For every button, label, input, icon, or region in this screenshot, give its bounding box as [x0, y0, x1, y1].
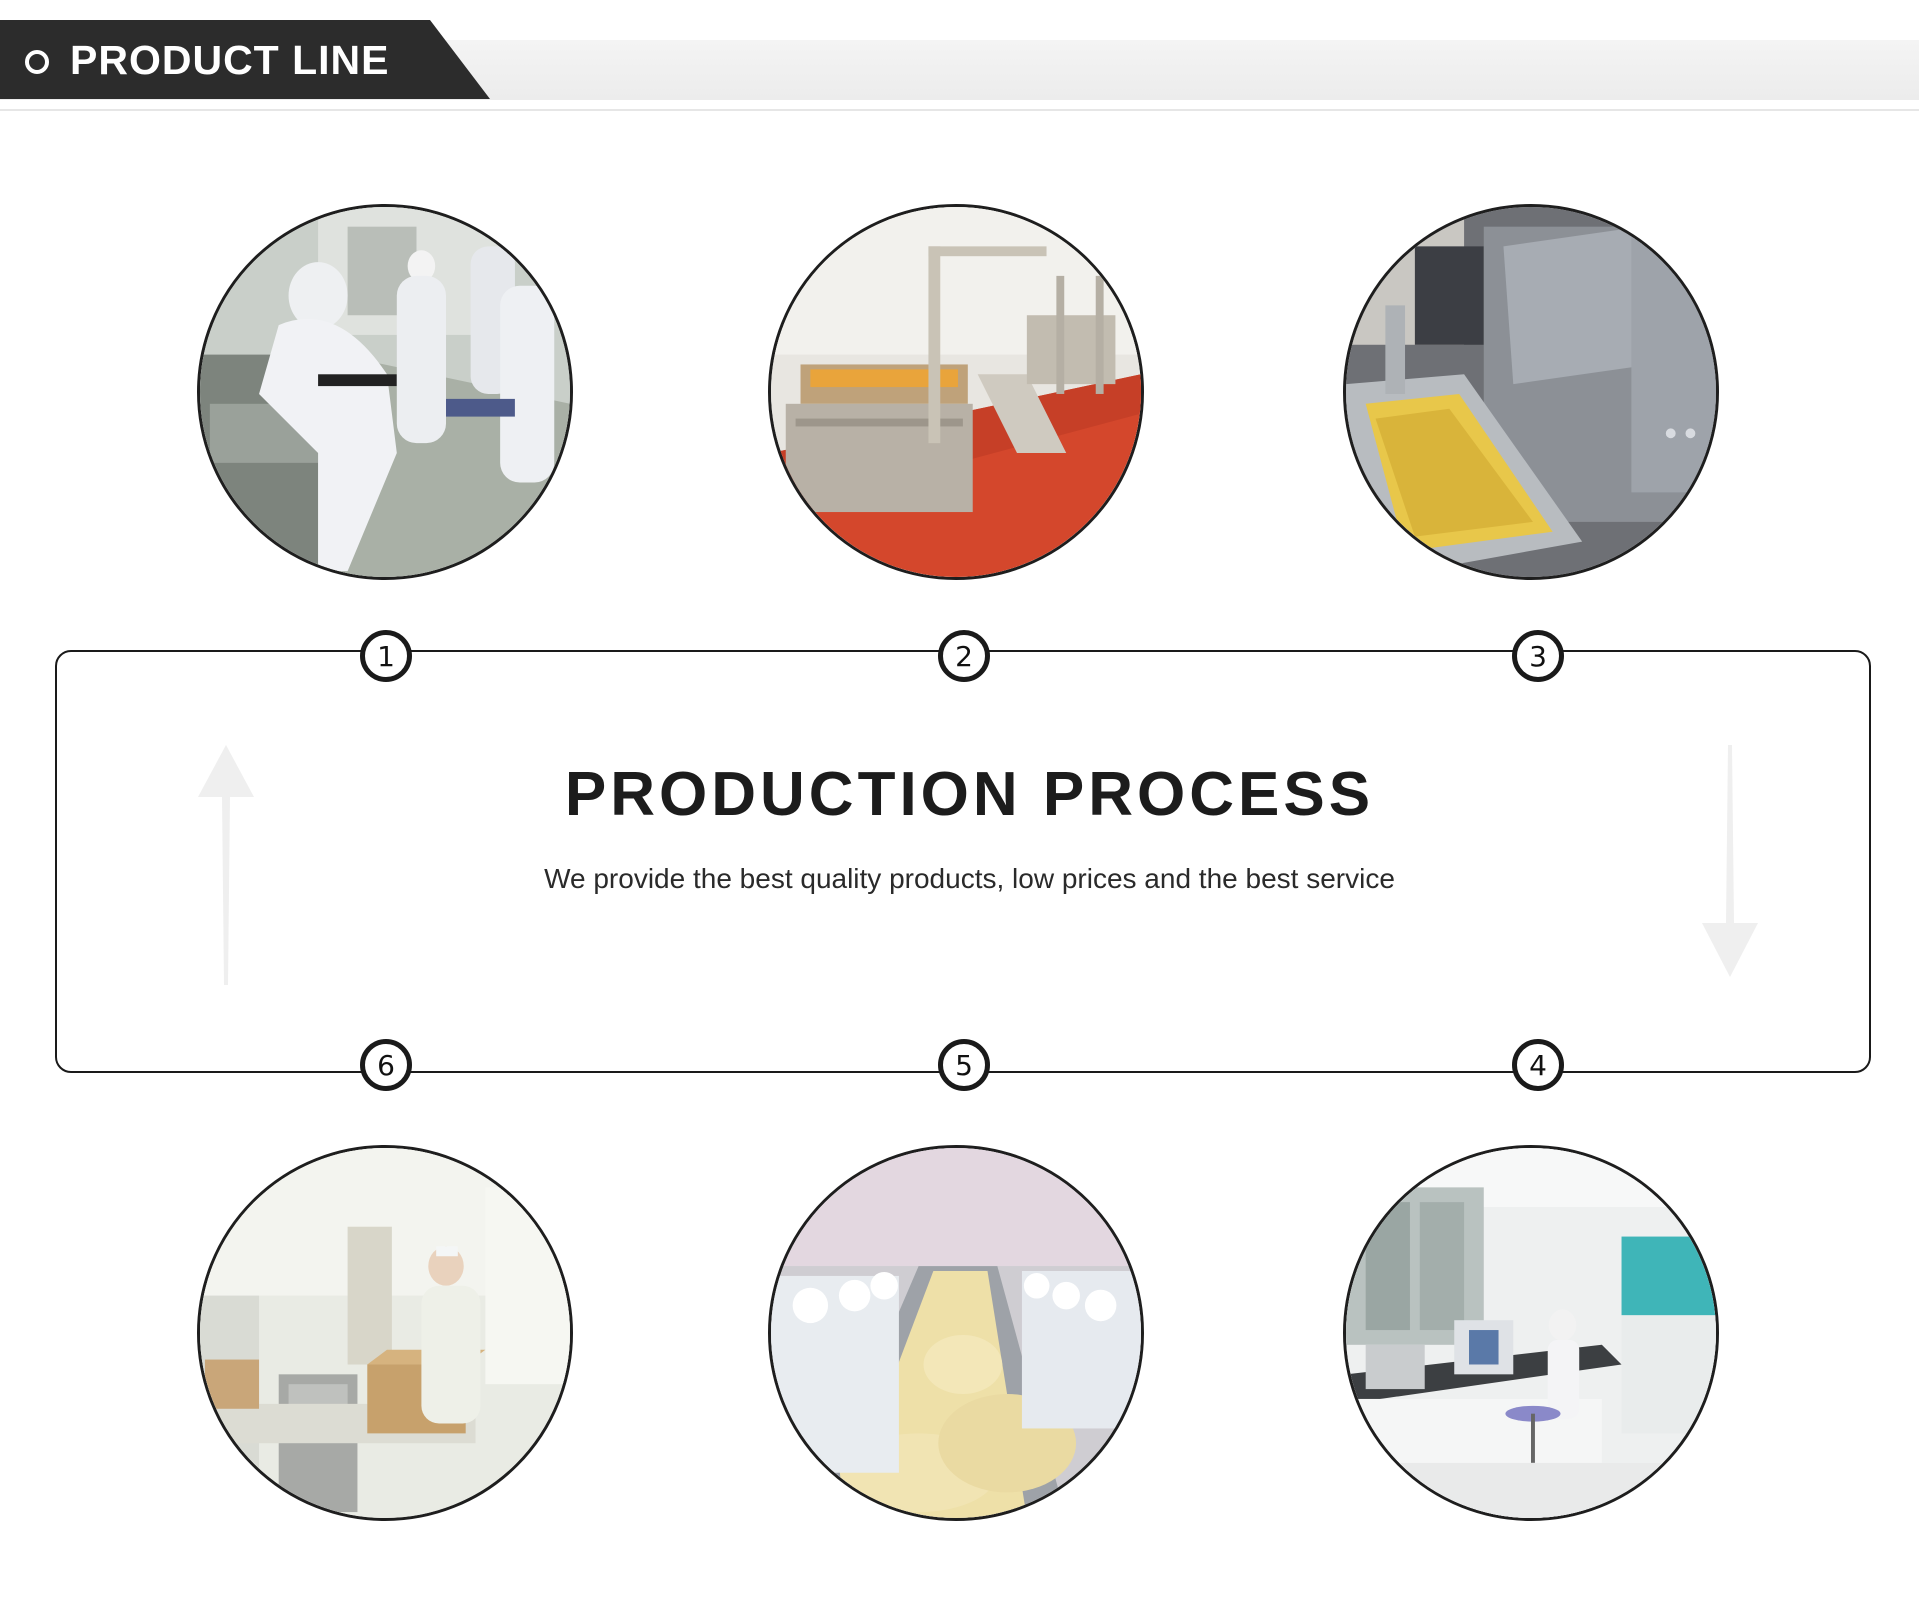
step-badge-1: 1	[360, 630, 412, 682]
factory-floor-photo	[768, 204, 1144, 580]
step-badge-3: 3	[1512, 630, 1564, 682]
laboratory-photo	[1343, 1145, 1719, 1521]
process-title: PRODUCTION PROCESS	[564, 760, 1375, 829]
circle-bullet-icon	[25, 50, 49, 74]
sorting-line-photo	[768, 1145, 1144, 1521]
step-badge-6: 6	[360, 1039, 412, 1091]
packing-photo	[197, 1145, 573, 1521]
section-title: PRODUCT LINE	[70, 37, 390, 83]
workers-cleanroom-photo	[197, 204, 573, 580]
step-badge-4: 4	[1512, 1039, 1564, 1091]
step-badge-5: 5	[938, 1039, 990, 1091]
header-divider	[0, 109, 1919, 111]
section-tab	[0, 20, 490, 99]
process-subtitle: We provide the best quality products, lo…	[544, 863, 1395, 894]
step-badge-2: 2	[938, 630, 990, 682]
arrow-down-icon	[1702, 745, 1758, 977]
machine-conveyor-photo	[1343, 204, 1719, 580]
arrow-up-icon	[198, 745, 254, 985]
